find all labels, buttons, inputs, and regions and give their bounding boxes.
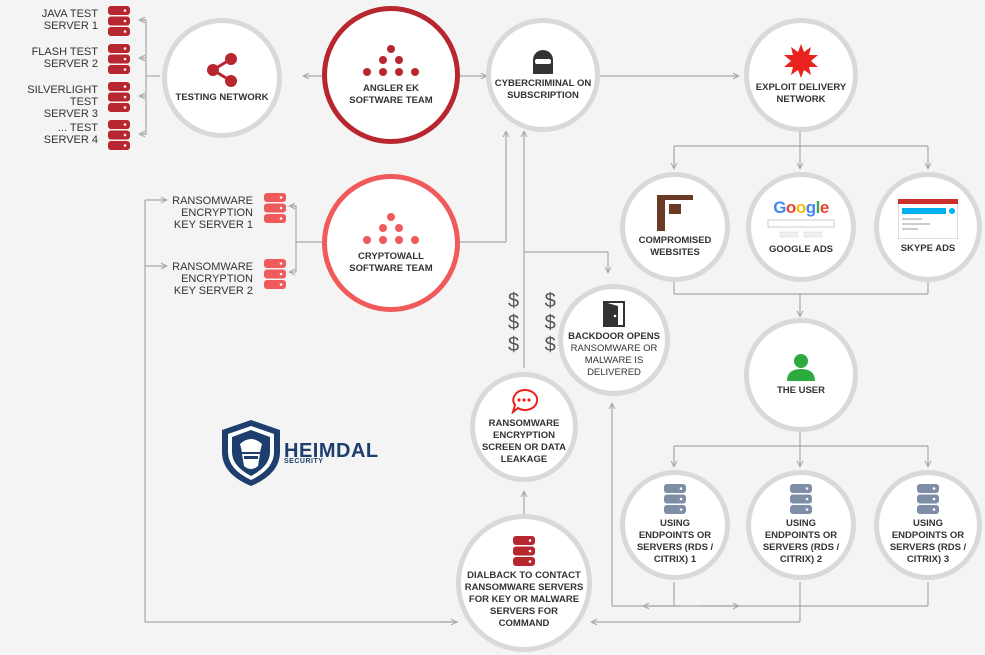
google-ads-label: GOOGLE ADS bbox=[768, 244, 834, 255]
endpoints-label-3: USING ENDPOINTS OR SERVERS (RDS / CITRIX… bbox=[889, 518, 967, 565]
the-user-node: THE USER bbox=[744, 318, 858, 432]
server-icon bbox=[108, 82, 130, 112]
test-server-2-label: FLASH TEST SERVER 2 bbox=[31, 46, 98, 70]
cybercriminal-node: CYBERCRIMINAL ON SUBSCRIPTION bbox=[486, 18, 600, 132]
server-icon bbox=[513, 536, 535, 566]
key-server-2-label: RANSOMWARE ENCRYPTION KEY SERVER 2 bbox=[172, 261, 253, 297]
website-icon bbox=[657, 195, 693, 231]
exploit-delivery-label: EXPLOIT DELIVERY NETWORK bbox=[755, 82, 847, 105]
endpoints-label-1: USING ENDPOINTS OR SERVERS (RDS / CITRIX… bbox=[636, 518, 714, 565]
door-icon bbox=[603, 301, 625, 327]
testing-network-label: TESTING NETWORK bbox=[175, 92, 269, 103]
cybercriminal-label: CYBERCRIMINAL ON SUBSCRIPTION bbox=[494, 78, 592, 101]
the-user-label: THE USER bbox=[776, 385, 826, 396]
money-symbols: $ $ $ $ $ $ bbox=[508, 290, 566, 356]
test-server-3-label: SILVERLIGHT TEST SERVER 3 bbox=[27, 84, 98, 120]
server-icon bbox=[108, 120, 130, 150]
skype-window-icon bbox=[898, 199, 958, 239]
user-icon bbox=[787, 354, 815, 381]
dialback-label: DIALBACK TO CONTACT RANSOMWARE SERVERS F… bbox=[464, 570, 584, 629]
test-server-1-label: JAVA TEST SERVER 1 bbox=[41, 8, 98, 32]
endpoints-node-3: USING ENDPOINTS OR SERVERS (RDS / CITRIX… bbox=[874, 470, 982, 580]
angler-ek-node: ANGLER EK SOFTWARE TEAM bbox=[322, 6, 460, 144]
ransomware-screen-label: RANSOMWARE ENCRYPTION SCREEN OR DATA LEA… bbox=[481, 418, 567, 465]
exploit-delivery-node: EXPLOIT DELIVERY NETWORK bbox=[744, 18, 858, 132]
skype-ads-label: SKYPE ADS bbox=[900, 243, 956, 254]
backdoor-sub: RANSOMWARE OR MALWARE IS DELIVERED bbox=[570, 343, 658, 378]
server-icon bbox=[264, 193, 286, 223]
key-server-1-label: RANSOMWARE ENCRYPTION KEY SERVER 1 bbox=[172, 195, 253, 231]
dots-triangle-icon bbox=[363, 45, 419, 76]
compromised-websites-node: COMPROMISED WEBSITES bbox=[620, 172, 730, 282]
backdoor-node: BACKDOOR OPENS RANSOMWARE OR MALWARE IS … bbox=[558, 284, 670, 396]
skype-ads-node: SKYPE ADS bbox=[874, 172, 982, 282]
endpoints-node-1: USING ENDPOINTS OR SERVERS (RDS / CITRIX… bbox=[620, 470, 730, 580]
server-icon bbox=[917, 484, 939, 514]
test-server-4-label: ... TEST SERVER 4 bbox=[43, 122, 98, 146]
share-icon bbox=[207, 53, 237, 87]
angler-ek-label: ANGLER EK SOFTWARE TEAM bbox=[349, 83, 433, 106]
server-icon bbox=[790, 484, 812, 514]
cryptowall-node: CRYPTOWALL SOFTWARE TEAM bbox=[322, 174, 460, 312]
backdoor-label: BACKDOOR OPENS bbox=[568, 331, 660, 342]
google-ads-node: Google GOOGLE ADS bbox=[746, 172, 856, 282]
chat-bubble-icon bbox=[511, 388, 538, 414]
server-icon bbox=[664, 484, 686, 514]
compromised-websites-label: COMPROMISED WEBSITES bbox=[638, 235, 712, 258]
dots-triangle-icon bbox=[363, 213, 419, 244]
search-box-icon bbox=[767, 219, 835, 238]
burst-icon bbox=[784, 44, 818, 78]
server-icon bbox=[108, 44, 130, 74]
endpoints-label-2: USING ENDPOINTS OR SERVERS (RDS / CITRIX… bbox=[762, 518, 840, 565]
testing-network-node: TESTING NETWORK bbox=[162, 18, 282, 138]
heimdal-tagline: SECURITY bbox=[284, 458, 324, 465]
server-icon bbox=[264, 259, 286, 289]
heimdal-wordmark: HEIMDAL bbox=[284, 440, 379, 462]
endpoints-node-2: USING ENDPOINTS OR SERVERS (RDS / CITRIX… bbox=[746, 470, 856, 580]
ransomware-screen-node: RANSOMWARE ENCRYPTION SCREEN OR DATA LEA… bbox=[470, 372, 578, 482]
hooded-figure-icon bbox=[533, 50, 553, 74]
heimdal-shield-logo bbox=[222, 420, 280, 486]
cryptowall-label: CRYPTOWALL SOFTWARE TEAM bbox=[349, 251, 433, 274]
google-logo: Google bbox=[773, 198, 829, 217]
dialback-node: DIALBACK TO CONTACT RANSOMWARE SERVERS F… bbox=[456, 514, 592, 652]
server-icon bbox=[108, 6, 130, 36]
